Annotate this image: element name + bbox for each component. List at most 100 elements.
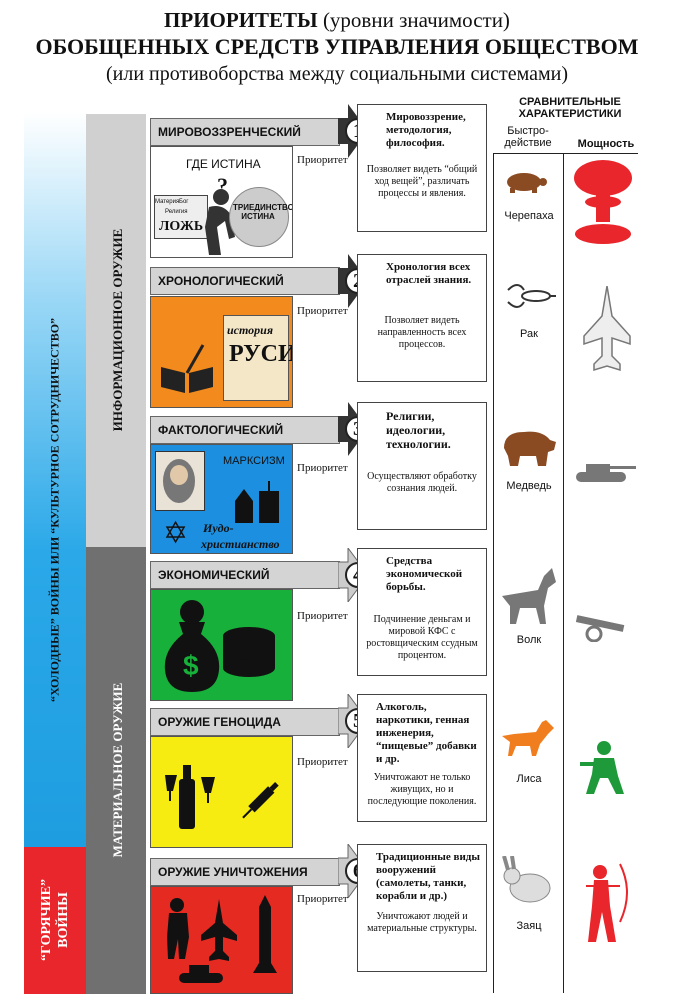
priority-3-image: МАРКСИЗМ ✡ Иудо- христианство [150, 444, 293, 554]
book-label-1: Материя [155, 199, 180, 205]
priority-2-header: ХРОНОЛОГИЧЕСКИЙ [150, 267, 340, 295]
hot-war-line2: ВОЙНЫ [56, 892, 71, 948]
priority-5-label: Приоритет [297, 756, 348, 768]
dollar-sign: $ [183, 650, 199, 681]
priority-4-description: Средства экономической борьбы. Подчинени… [357, 548, 487, 676]
scroll-text-2: РУСИ [229, 341, 293, 367]
animal-label-2: Рак [520, 328, 538, 340]
bear-icon [504, 431, 556, 466]
priority-5-title: Алкоголь, наркотики, генная инженерия, “… [376, 701, 477, 765]
compare-header-divider [493, 153, 638, 154]
priority-6-title: Традиционные виды вооружений (самолеты, … [376, 851, 480, 902]
animal-label-1: Черепаха [504, 210, 554, 222]
speed-header-line2: действие [504, 137, 552, 149]
animal-label-6: Заяц [516, 920, 542, 932]
priority-6-header: ОРУЖИЕ УНИЧТОЖЕНИЯ [150, 858, 340, 886]
hot-war-bar [24, 847, 86, 994]
archer-icon [586, 863, 628, 942]
speed-header-line1: Быстро- [507, 125, 549, 137]
material-weapon-bar [86, 547, 146, 994]
cannon-icon [575, 615, 625, 642]
alcohol-bottles-icon [165, 765, 215, 829]
book-label-2: Бог [179, 199, 189, 205]
priority-2-label: Приоритет [297, 305, 348, 317]
cold-war-label: “ХОЛОДНЫЕ” ВОЙНЫ ИЛИ “КУЛЬТУРНОЕ СОТРУДН… [47, 317, 62, 703]
priority-3-label: Приоритет [297, 462, 348, 474]
soldier-icon [580, 741, 624, 794]
priority-5-image [150, 736, 293, 848]
priority-6-image [150, 886, 293, 994]
priority-6-description: Традиционные виды вооружений (самолеты, … [357, 844, 487, 972]
question-mark: ? [217, 173, 228, 198]
priority-3-description: Религии, идеологии, технологии. Осуществ… [357, 402, 487, 530]
judeo-christianity-text-2: христианство [201, 537, 280, 551]
priority-2-image: история РУСИ [150, 296, 293, 408]
lie-text: ЛОЖЬ [159, 219, 204, 234]
fox-icon [502, 720, 554, 756]
priority-4-sub: Подчинение деньгам и мировой КФС с росто… [366, 614, 478, 661]
priority-3-sub: Осуществляют обработку сознания людей. [367, 471, 477, 494]
cold-war-bar [24, 112, 86, 847]
where-truth-text: ГДЕ ИСТИНА [186, 157, 261, 171]
marx-face-icon [163, 459, 195, 503]
priority-5-header: ОРУЖИЕ ГЕНОЦИДА [150, 708, 340, 736]
trinity-text: ТРИЕДИНСТВО ИСТИНА [233, 203, 293, 221]
jet-fighter-icon [583, 286, 631, 372]
info-weapon-bar [86, 114, 146, 547]
animal-label-4: Волк [516, 634, 542, 646]
power-header: Мощность [577, 138, 635, 150]
title-line-3: (или противоборства между социальными си… [105, 63, 569, 85]
weapons-icon [167, 895, 277, 983]
compare-title-line2: ХАРАКТЕРИСТИКИ [518, 108, 622, 120]
priority-2-title: Хронология всех отраслей знания. [386, 261, 472, 286]
priority-4-image: $ [150, 589, 293, 701]
thinker-icon [205, 189, 235, 255]
judeo-christianity-text-1: Иудо- [203, 521, 234, 535]
money-bag-icon [164, 600, 220, 692]
book-stack [154, 195, 208, 239]
nuclear-explosion-icon [574, 160, 632, 244]
book-label-3: Религия [165, 209, 188, 215]
scroll-text-1: история [227, 323, 274, 337]
tank-icon [576, 464, 636, 482]
info-weapon-label: ИНФОРМАЦИОННОЕ ОРУЖИЕ [110, 228, 125, 432]
priority-4-title: Средства экономической борьбы. [386, 555, 463, 593]
material-weapon-label: МАТЕРИАЛЬНОЕ ОРУЖИЕ [110, 682, 125, 858]
wolf-icon [502, 568, 556, 624]
priority-4-label: Приоритет [297, 610, 348, 622]
priority-2-description: Хронология всех отраслей знания. Позволя… [357, 254, 487, 382]
coin-stack-icon [223, 627, 275, 677]
priority-5-description: Алкоголь, наркотики, генная инженерия, “… [357, 694, 487, 822]
priority-6-sub: Уничтожают людей и материальные структур… [367, 911, 477, 934]
star-of-david-icon: ✡ [163, 517, 189, 550]
title-line-2: ОБОБЩЕННЫХ СРЕДСТВ УПРАВЛЕНИЯ ОБЩЕСТВОМ [35, 34, 639, 59]
priority-1-image: ГДЕ ИСТИНА ? Материя Бог Религия ЛОЖЬ ТР… [150, 146, 293, 258]
priority-5-sub: Уничтожают не только живущих, но и после… [367, 772, 477, 807]
animal-label-3: Медведь [506, 480, 552, 492]
hare-icon [502, 856, 551, 903]
syringe-icon [242, 782, 279, 819]
hot-war-line1: “ГОРЯЧИЕ” [39, 879, 54, 961]
crayfish-icon [507, 284, 556, 308]
turtle-icon [507, 173, 547, 193]
speed-column-line [563, 153, 564, 993]
priority-4-header: ЭКОНОМИЧЕСКИЙ [150, 561, 340, 589]
compare-title: СРАВНИТЕЛЬНЫЕ ХАРАКТЕРИСТИКИ [490, 96, 650, 120]
priority-2-sub: Позволяет видеть направленность всех про… [377, 315, 467, 350]
trinity-circle [229, 187, 289, 247]
priority-1-header: МИРОВОЗЗРЕНЧЕСКИЙ [150, 118, 340, 146]
church-icon [235, 481, 279, 523]
history-scroll [223, 315, 289, 401]
speed-column-line-left [493, 153, 494, 993]
priority-1-label: Приоритет [297, 154, 348, 166]
book-writing-icon [161, 344, 213, 393]
priority-1-title: Мировоззрение, методология, философия. [386, 111, 466, 149]
marxism-text: МАРКСИЗМ [223, 455, 285, 467]
priority-3-title: Религии, идеологии, технологии. [386, 409, 451, 451]
speed-header: Быстро- действие [494, 125, 562, 149]
priority-1-description: Мировоззрение, методология, философия. П… [357, 104, 487, 232]
priority-3-header: ФАКТОЛОГИЧЕСКИЙ [150, 416, 340, 444]
hot-war-label: “ГОРЯЧИЕ” ВОЙНЫ [38, 879, 72, 961]
title-line-1: ПРИОРИТЕТЫ (уровни значимости) [164, 8, 510, 32]
animal-label-5: Лиса [516, 773, 542, 785]
